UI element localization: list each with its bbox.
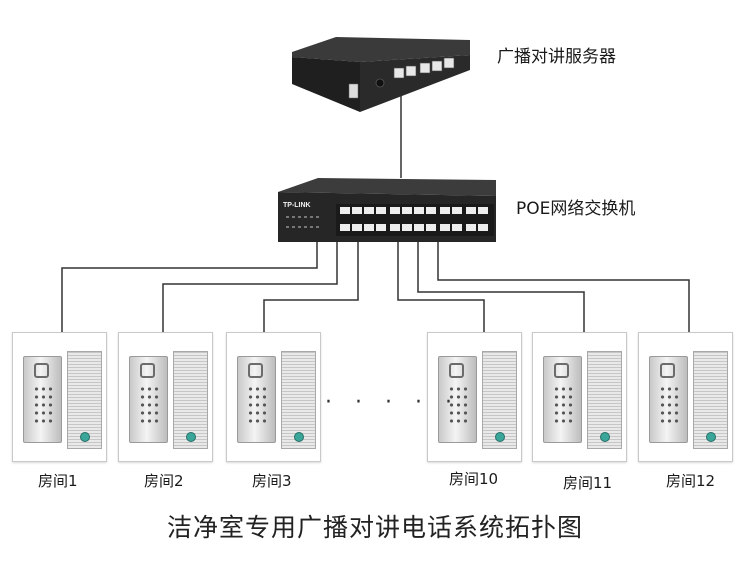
room-label: 房间11	[563, 474, 613, 492]
cable-room-1	[61, 236, 318, 332]
room-label: 房间12	[666, 472, 716, 490]
cables	[61, 87, 690, 332]
ellipsis-indicator: · · · · ·	[325, 390, 460, 415]
speaker-icon	[482, 351, 517, 449]
room-panel-3	[226, 332, 321, 462]
intercom-phone-icon	[129, 356, 168, 443]
intercom-phone-icon	[438, 356, 477, 443]
switch-status-leds	[286, 216, 319, 228]
server-device	[292, 37, 470, 112]
room-label: 房间1	[38, 472, 78, 490]
speaker-icon	[587, 351, 622, 449]
cable-room-12	[437, 236, 690, 332]
room-panel-2	[118, 332, 213, 462]
speaker-icon	[67, 351, 102, 449]
switch-ports-top	[340, 207, 488, 214]
speaker-icon	[173, 351, 208, 449]
switch-label: POE网络交换机	[516, 199, 636, 219]
cable-room-11	[417, 236, 585, 332]
intercom-phone-icon	[543, 356, 582, 443]
intercom-phone-icon	[23, 356, 62, 443]
intercom-phone-icon	[649, 356, 688, 443]
cable-room-3	[263, 236, 359, 332]
room-label: 房间3	[252, 472, 292, 490]
room-panel-12	[638, 332, 733, 462]
server-usb-port	[348, 83, 359, 99]
cable-room-2	[162, 236, 338, 332]
room-panel-11	[532, 332, 627, 462]
poe-switch-device: TP-LINK	[278, 178, 496, 242]
room-panel-1	[12, 332, 107, 462]
server-lan-ports	[393, 57, 455, 79]
room-panel-10	[427, 332, 522, 462]
room-label: 房间2	[144, 472, 184, 490]
speaker-icon	[281, 351, 316, 449]
switch-ports-bottom	[340, 224, 488, 231]
diagram-title: 洁净室专用广播对讲电话系统拓扑图	[166, 513, 583, 542]
intercom-phone-icon	[237, 356, 276, 443]
switch-brand-logo: TP-LINK	[283, 202, 311, 209]
server-power-button	[375, 78, 385, 88]
server-label: 广播对讲服务器	[497, 47, 616, 67]
cable-room-10	[397, 236, 485, 332]
room-label: 房间10	[449, 470, 499, 488]
speaker-icon	[693, 351, 728, 449]
